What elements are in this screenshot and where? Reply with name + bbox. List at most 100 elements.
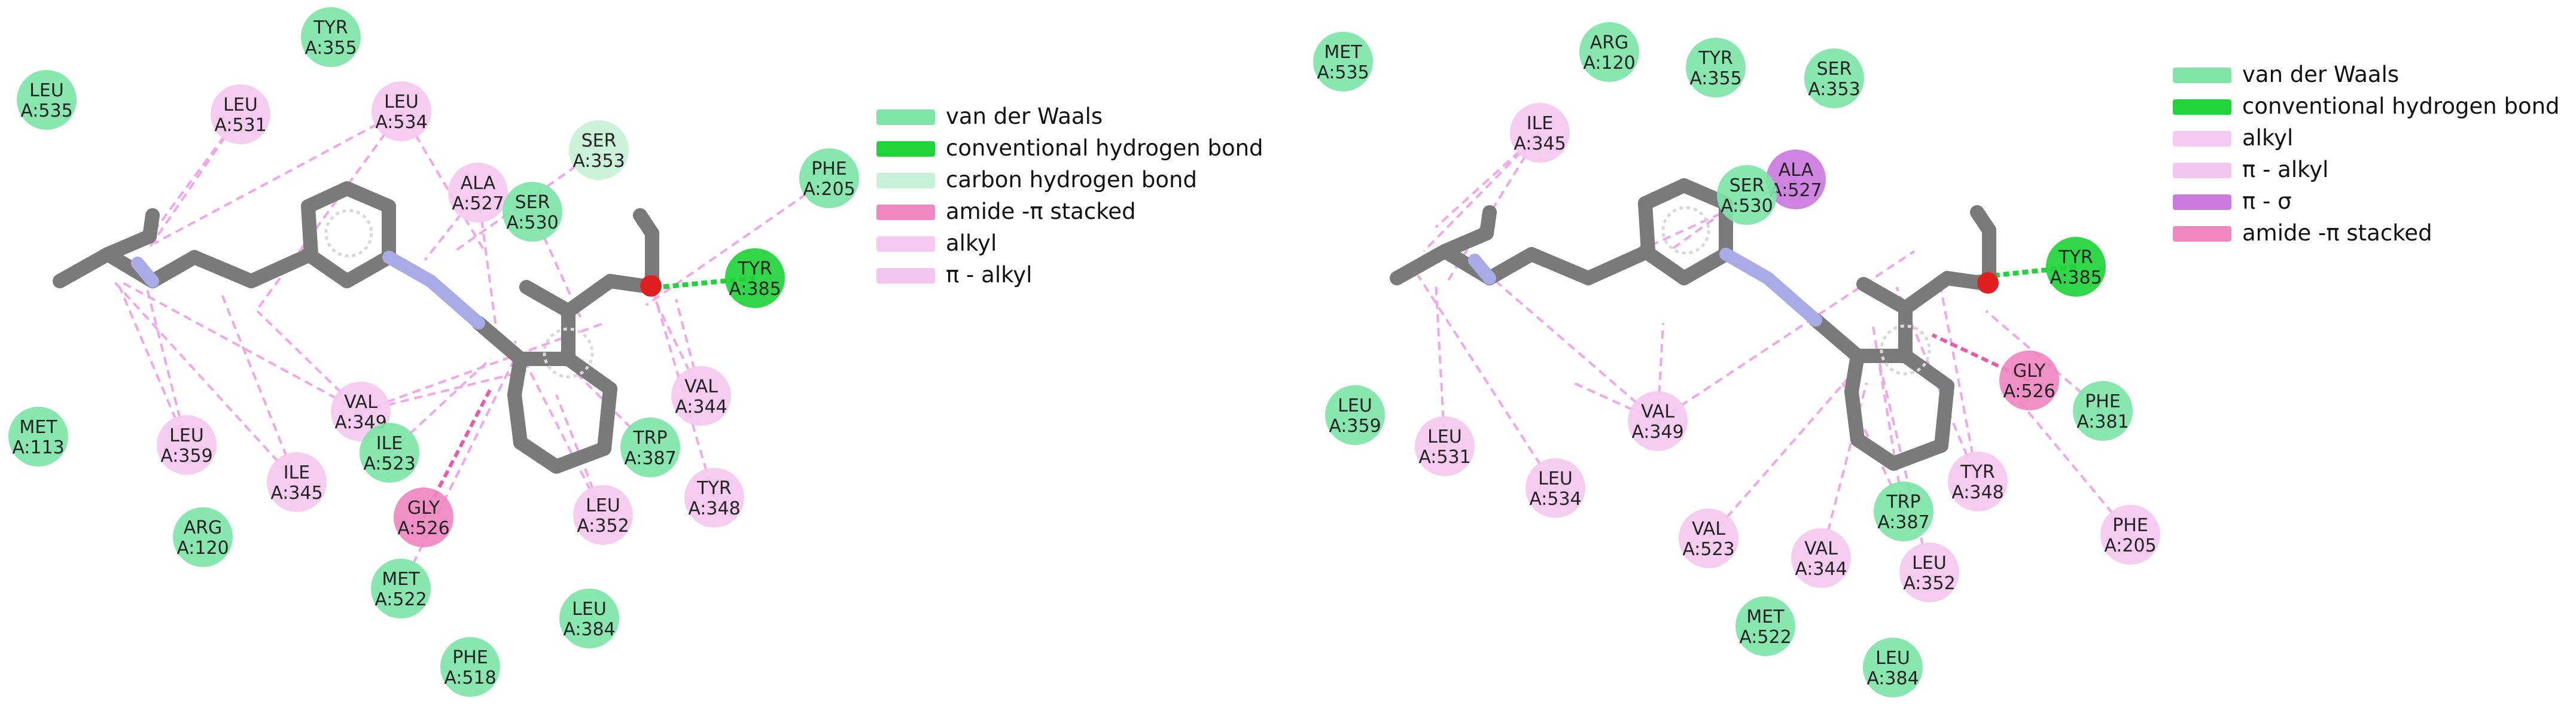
- residue-name: ARG: [1590, 32, 1629, 53]
- residue-name: SER: [1729, 175, 1765, 196]
- residue-number: A:522: [374, 589, 427, 610]
- residue-number: A:523: [363, 453, 415, 474]
- legend-item: alkyl: [876, 230, 997, 256]
- residue-name: TYR: [2058, 247, 2093, 268]
- residue-name: LEU: [586, 495, 620, 516]
- residue-name: PHE: [2112, 515, 2148, 536]
- legend-swatch: [876, 173, 935, 188]
- residue-number: A:120: [1583, 53, 1635, 74]
- legend-label: amide -π stacked: [946, 199, 1136, 224]
- residue-number: A:531: [1418, 447, 1470, 468]
- legend-swatch: [2173, 194, 2231, 210]
- residue-number: A:530: [506, 212, 558, 233]
- residue-number: A:348: [688, 498, 740, 519]
- residue-name: TYR: [1698, 48, 1733, 69]
- ligand-left: [53, 181, 662, 474]
- legend-swatch: [2173, 226, 2231, 242]
- legend-item: π - alkyl: [2173, 157, 2328, 182]
- residue-name: TYR: [737, 258, 772, 279]
- residue-name: VAL: [1804, 538, 1838, 559]
- legend-item: amide -π stacked: [876, 199, 1136, 224]
- residue-name: TYR: [313, 17, 348, 38]
- legend-swatch: [876, 236, 935, 252]
- residue-number: A:526: [2003, 381, 2055, 402]
- residue-name: TRP: [632, 428, 667, 449]
- legend-label: π - alkyl: [2242, 157, 2328, 182]
- residue-name: MET: [1746, 607, 1785, 627]
- residue-number: A:352: [1903, 573, 1955, 594]
- residue-number: A:535: [20, 100, 72, 121]
- residue-name: LEU: [223, 95, 258, 115]
- legend-item: carbon hydrogen bond: [876, 167, 1197, 193]
- residue-number: A:526: [397, 518, 449, 539]
- residue-name: TYR: [696, 478, 732, 499]
- legend-item: alkyl: [2173, 125, 2293, 151]
- legend-item: π - alkyl: [876, 262, 1032, 288]
- ligand-right: [1390, 178, 1999, 471]
- residue-name: TRP: [1886, 492, 1920, 513]
- ligand-structures: [53, 178, 1999, 474]
- legend-swatch: [2173, 163, 2231, 178]
- residue-number: A:387: [624, 448, 676, 469]
- legend-item: van der Waals: [876, 103, 1103, 129]
- residue-number: A:518: [444, 668, 496, 688]
- residue-name: VAL: [1692, 519, 1725, 540]
- legend-swatch: [876, 268, 935, 284]
- residue-name: SER: [515, 192, 550, 213]
- residue-number: A:355: [1689, 68, 1741, 89]
- residue-name: ILE: [284, 462, 310, 483]
- residue-name: SER: [581, 130, 617, 151]
- residue-name: GLY: [407, 498, 440, 519]
- residue-number: A:522: [1739, 627, 1791, 648]
- legend-label: van der Waals: [2242, 62, 2399, 87]
- residue-number: A:531: [214, 115, 266, 136]
- legend-item: conventional hydrogen bond: [2173, 93, 2560, 119]
- legend-label: van der Waals: [946, 103, 1103, 129]
- residue-name: PHE: [452, 647, 488, 668]
- residue-number: A:348: [1951, 482, 2003, 503]
- residue-number: A:359: [160, 446, 212, 467]
- residue-name: LEU: [1875, 648, 1910, 669]
- residue-name: LEU: [1427, 426, 1462, 447]
- legend-label: alkyl: [946, 230, 997, 256]
- residue-number: A:385: [729, 279, 781, 300]
- legend-label: alkyl: [2242, 125, 2293, 151]
- legend-label: amide -π stacked: [2242, 220, 2432, 246]
- legend-label: carbon hydrogen bond: [946, 167, 1197, 193]
- residue-name: LEU: [169, 425, 204, 446]
- residue-name: MET: [19, 417, 57, 438]
- residue-name: LEU: [1338, 395, 1372, 416]
- residue-number: A:384: [563, 619, 615, 640]
- residue-name: ARG: [184, 517, 223, 538]
- residue-name: VAL: [1641, 401, 1674, 422]
